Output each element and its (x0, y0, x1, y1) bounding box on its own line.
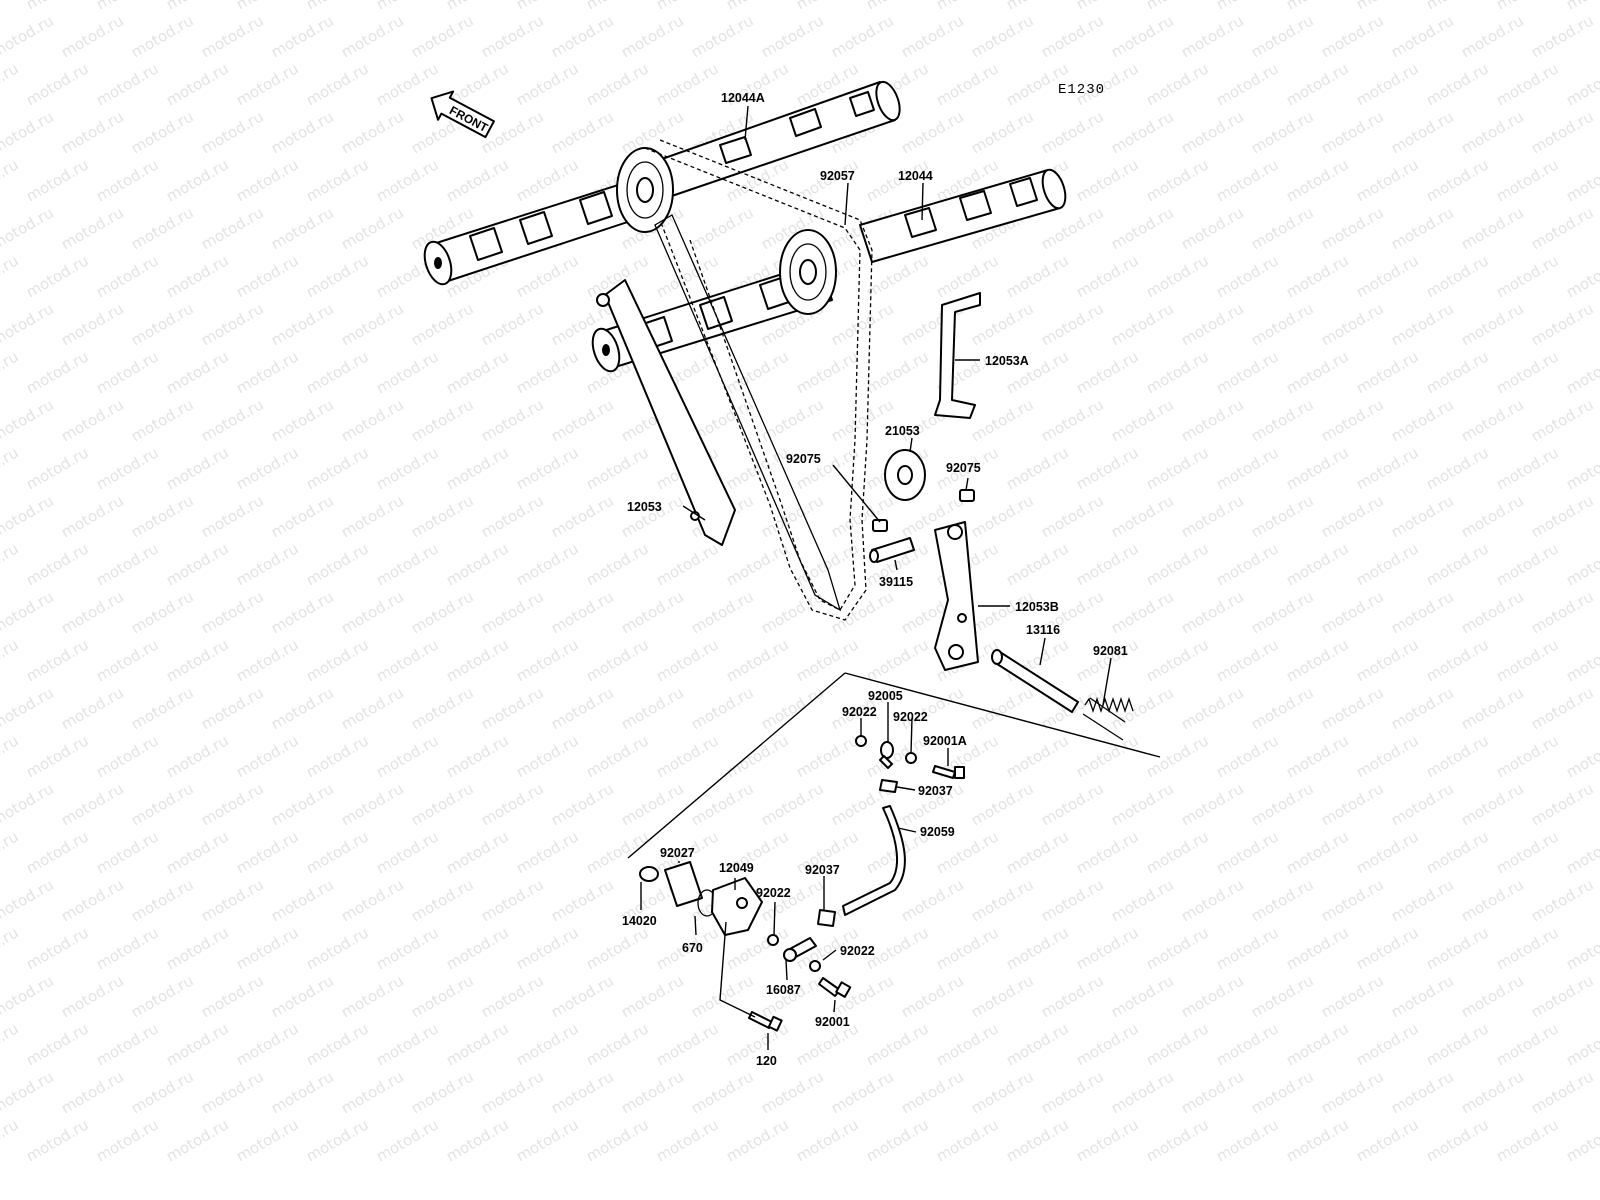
label-92075-left: 92075 (786, 452, 821, 466)
label-12053: 12053 (627, 500, 662, 514)
label-92037-b: 92037 (805, 863, 840, 877)
timing-chain-92057 (644, 139, 873, 621)
assembly-line-left (627, 672, 846, 859)
rod-13116 (991, 649, 1079, 713)
assembly-line-right (844, 672, 1161, 758)
label-12044A: 12044A (721, 91, 765, 105)
front-arrow-icon: FRONT (430, 90, 495, 139)
cap-14020 (639, 866, 659, 882)
label-92022-b: 92022 (893, 710, 928, 724)
label-14020: 14020 (622, 914, 657, 928)
banjo-92005 (879, 741, 894, 769)
tensioner-arm-12053B (934, 521, 979, 671)
damper-92075-b (959, 489, 975, 502)
chain-guide-12053 (596, 279, 736, 546)
label-12044: 12044 (898, 169, 933, 183)
bolt-92001 (818, 977, 852, 998)
washer-92022-d (809, 960, 821, 972)
label-92075-right: 92075 (946, 461, 981, 475)
label-39115: 39115 (879, 575, 913, 589)
label-12053B: 12053B (1015, 600, 1059, 614)
label-92057: 92057 (820, 169, 855, 183)
label-670: 670 (682, 941, 703, 955)
washer-92022-c (767, 934, 779, 946)
label-92005: 92005 (868, 689, 903, 703)
label-12049: 12049 (719, 861, 754, 875)
camshaft-12044A (644, 80, 901, 201)
label-92022-d: 92022 (840, 944, 875, 958)
cam-sprocket-rear (616, 147, 674, 233)
label-120: 120 (756, 1054, 777, 1068)
cam-sprocket-front (779, 229, 837, 315)
label-92027: 92027 (660, 846, 695, 860)
label-92001: 92001 (815, 1015, 850, 1029)
camshaft-12044 (859, 168, 1067, 263)
washer-92022-a (855, 735, 867, 747)
washer-92022-b (905, 752, 917, 764)
damper-92075-a (872, 519, 888, 532)
diagram-code: E1230 (1058, 82, 1105, 98)
bolt-92001A (932, 765, 965, 779)
hose-92059 (842, 805, 906, 916)
label-92081: 92081 (1093, 644, 1128, 658)
camshaft-left (423, 177, 653, 286)
tensioner-body-12049 (711, 877, 763, 936)
sleeve-92027 (664, 861, 703, 907)
clamp-92037-b (817, 909, 836, 927)
plug-16087 (783, 937, 817, 962)
clamp-92037-a (879, 779, 898, 793)
label-21053: 21053 (885, 424, 920, 438)
idler-sprocket-21053 (884, 449, 926, 501)
label-13116: 13116 (1026, 623, 1060, 637)
label-12053A: 12053A (985, 354, 1029, 368)
label-92022-a: 92022 (842, 705, 877, 719)
label-16087: 16087 (766, 983, 801, 997)
label-92059: 92059 (920, 825, 955, 839)
pin-39115 (869, 537, 915, 563)
leader-lines (640, 105, 1112, 1050)
label-92001A: 92001A (923, 734, 967, 748)
label-92022-c: 92022 (756, 886, 791, 900)
chain-guide-12053A (934, 292, 981, 419)
label-92037-a: 92037 (918, 784, 953, 798)
chain-guide-long (654, 214, 842, 612)
bolt-120 (748, 1011, 783, 1032)
spring-92081 (1082, 696, 1134, 741)
